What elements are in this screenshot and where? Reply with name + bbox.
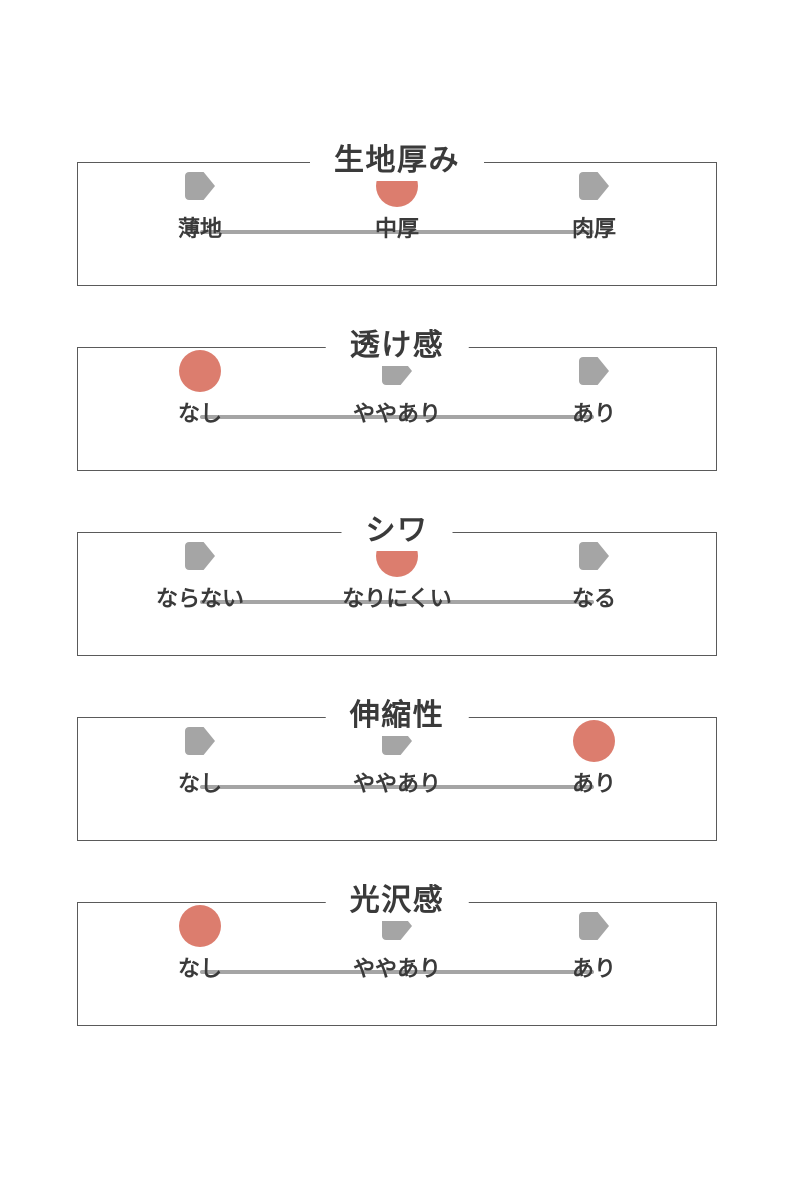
- attribute-panel: 光沢感 なし ややあり: [77, 881, 717, 1026]
- panel-title: 透け感: [325, 326, 469, 366]
- panel-title: 生地厚み: [310, 141, 484, 181]
- scale-stop-label: なる: [571, 586, 616, 611]
- marker-slot: [519, 532, 669, 580]
- scale-track: [200, 230, 594, 234]
- inactive-marker-icon[interactable]: [579, 542, 609, 570]
- inactive-marker-icon[interactable]: [579, 172, 609, 200]
- inactive-marker-icon[interactable]: [185, 727, 215, 755]
- inactive-marker-icon[interactable]: [185, 542, 215, 570]
- scale-stop[interactable]: あり: [519, 902, 669, 984]
- scale-stop-label: なし: [177, 956, 222, 981]
- active-marker-icon[interactable]: [573, 720, 615, 762]
- scale-stop[interactable]: 肉厚: [519, 162, 669, 244]
- scale-stop[interactable]: なし: [125, 717, 275, 799]
- rating-scale[interactable]: ならない なりにくい なる: [77, 532, 717, 656]
- scale-stop-label: なし: [177, 771, 222, 796]
- inactive-marker-icon[interactable]: [185, 172, 215, 200]
- scale-stop-label: ならない: [155, 586, 244, 611]
- scale-stop[interactable]: なし: [125, 347, 275, 429]
- scale-track: [200, 415, 594, 419]
- attribute-panel: シワ ならない なりにくい: [77, 511, 717, 656]
- scale-stop-label: ややあり: [352, 401, 441, 426]
- scale-stop[interactable]: あり: [519, 717, 669, 799]
- rating-scale[interactable]: なし ややあり あり: [77, 717, 717, 841]
- scale-stop-label: あり: [571, 771, 616, 796]
- attribute-panel: 透け感 なし ややあり: [77, 326, 717, 471]
- panel-title: 光沢感: [325, 881, 469, 921]
- marker-slot: [519, 902, 669, 950]
- scale-stop-label: 薄地: [177, 216, 222, 241]
- attribute-panel-list: 生地厚み 薄地 中厚: [77, 141, 717, 1026]
- scale-stop-label: なし: [177, 401, 222, 426]
- marker-slot: [125, 162, 275, 210]
- marker-slot: [519, 162, 669, 210]
- scale-stop-label: あり: [571, 401, 616, 426]
- marker-slot: [125, 347, 275, 395]
- scale-stop-label: 中厚: [374, 216, 419, 241]
- active-marker-icon[interactable]: [179, 350, 221, 392]
- scale-stop-label: なりにくい: [342, 586, 452, 611]
- marker-slot: [125, 532, 275, 580]
- scale-stop-label: あり: [571, 956, 616, 981]
- inactive-marker-icon[interactable]: [579, 357, 609, 385]
- scale-stop[interactable]: なし: [125, 902, 275, 984]
- active-marker-icon[interactable]: [179, 905, 221, 947]
- scale-stop-label: ややあり: [352, 956, 441, 981]
- scale-stop[interactable]: 薄地: [125, 162, 275, 244]
- scale-track: [200, 785, 594, 789]
- marker-slot: [125, 717, 275, 765]
- scale-stop[interactable]: あり: [519, 347, 669, 429]
- panel-title: 伸縮性: [325, 696, 469, 736]
- scale-stop-label: 肉厚: [571, 216, 616, 241]
- marker-slot: [125, 902, 275, 950]
- attribute-panel: 生地厚み 薄地 中厚: [77, 141, 717, 286]
- panel-title: シワ: [341, 511, 453, 551]
- scale-stop[interactable]: なる: [519, 532, 669, 614]
- rating-scale[interactable]: なし ややあり あり: [77, 347, 717, 471]
- inactive-marker-icon[interactable]: [579, 912, 609, 940]
- scale-stop-label: ややあり: [352, 771, 441, 796]
- marker-slot: [519, 347, 669, 395]
- scale-track: [200, 970, 594, 974]
- rating-scale[interactable]: 薄地 中厚 肉厚: [77, 162, 717, 286]
- marker-slot: [519, 717, 669, 765]
- scale-stop[interactable]: ならない: [125, 532, 275, 614]
- attribute-panel: 伸縮性 なし ややあり: [77, 696, 717, 841]
- scale-track: [200, 600, 594, 604]
- scale-stop[interactable]: ややあり: [322, 717, 472, 799]
